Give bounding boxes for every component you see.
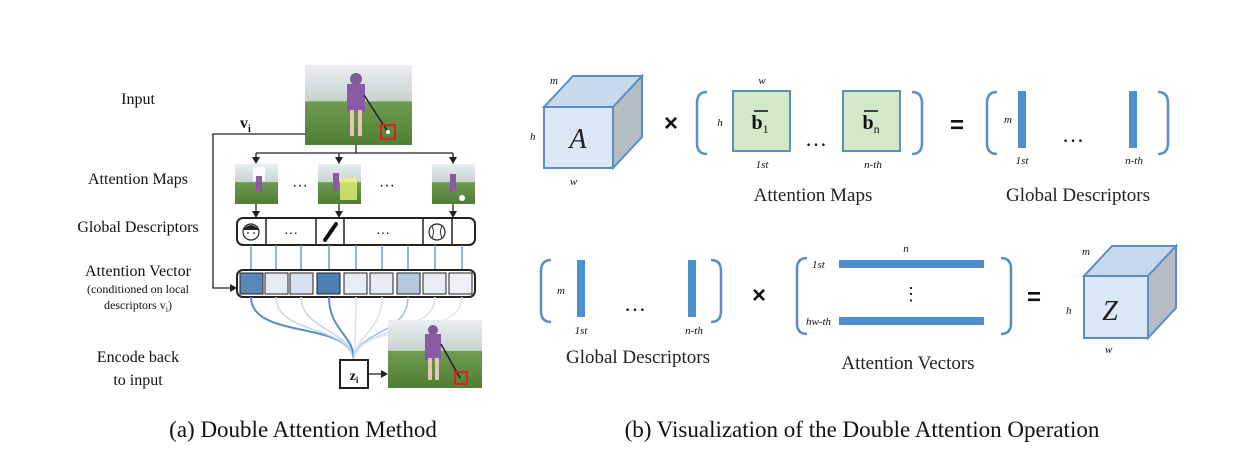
vectors-first-ordinal: 1st [812,259,826,271]
face-icon [242,223,260,241]
attention-map-last [842,90,901,152]
global-top-last-ordinal: n-th [1125,155,1143,167]
global-top-title: Global Descriptors [1006,185,1150,206]
cube-z-m-label: m [1082,246,1090,258]
times-symbol-top: × [664,110,678,137]
global-descriptors-top: … m 1st n-th Global Descriptors [985,90,1170,206]
maps-h-label: h [717,117,723,129]
label-conditioned-line1: (conditioned on local [87,282,190,296]
cube-a: A m h w [530,73,645,188]
vectors-vdots: ⋮ [902,284,920,304]
global-bottom-last-ordinal: n-th [685,325,703,337]
map-last-label: bn [862,112,879,136]
attention-map-thumb-1 [235,164,278,204]
cube-a-h-label: h [530,131,536,143]
maps-first-ordinal: 1st [756,159,770,171]
global-bottom-ellipsis: … [624,291,646,316]
cube-z-letter: Z [1102,296,1118,327]
attention-vector-first [839,260,984,268]
maps-w-label: w [758,75,766,87]
vectors-n-label: n [903,243,909,255]
cube-a-w-label: w [570,176,578,188]
z-label: zi [350,369,359,385]
global-desc-bottom-last [688,260,696,317]
maps-dots-1: ··· [292,177,308,194]
output-photo [388,320,482,388]
baseball-icon [428,223,446,241]
cube-z-h-label: h [1066,305,1072,317]
attention-vector-bar [236,269,476,298]
input-photo [305,65,412,145]
descriptor-dots-1: ··· [284,224,298,240]
maps-last-ordinal: n-th [864,159,882,171]
map-first-label: b1 [751,112,768,136]
global-bottom-title: Global Descriptors [566,347,710,368]
descriptor-to-vector-lines [250,245,463,270]
vectors-title: Attention Vectors [841,353,974,374]
maps-title: Attention Maps [754,185,873,206]
caption-b: (b) Visualization of the Double Attentio… [625,417,1100,442]
label-input: Input [121,91,155,108]
ball-highlight-box [380,124,396,140]
ball-highlight-box-output [454,371,468,385]
label-encode-line1: Encode back [97,349,179,366]
label-attention-vector: Attention Vector [85,263,192,280]
times-symbol-bottom: × [752,282,766,309]
global-top-m-label: m [1004,114,1012,126]
vectors-last-ordinal: hw-th [806,316,832,328]
global-descriptors-bottom: … m 1st n-th Global Descriptors [539,258,723,368]
global-bottom-first-ordinal: 1st [575,325,589,337]
attention-vectors-set: ⋮ n 1st hw-th Attention Vectors [795,243,1013,374]
panel-a: Input Attention Maps Global Descriptors … [77,65,482,442]
global-desc-top-first [1018,91,1026,148]
global-descriptor-bar: ··· ··· [236,217,476,246]
label-encode-line2: to input [113,372,163,389]
cube-a-m-label: m [550,75,558,87]
caption-a: (a) Double Attention Method [169,417,437,442]
maps-ellipsis: … [805,126,827,151]
attention-map-thumb-2 [318,164,361,204]
global-desc-bottom-first [577,260,585,317]
attention-map-thumb-3 [432,164,475,204]
cube-a-letter: A [567,124,587,155]
panel-b: A m h w × b1 bn … w h 1st n-th Attention… [530,73,1179,442]
attention-maps-set: b1 bn … w h 1st n-th Attention Maps [695,75,924,206]
attention-map-first [732,90,791,152]
global-top-ellipsis: … [1062,122,1084,147]
label-global-descriptors: Global Descriptors [77,219,198,236]
maps-dots-2: ··· [379,177,395,194]
bat-icon [323,222,338,242]
label-conditioned-line2: descriptors vi) [104,298,172,314]
cube-z-w-label: w [1105,344,1113,356]
global-top-first-ordinal: 1st [1016,155,1030,167]
global-bottom-m-label: m [557,285,565,297]
attention-vector-last [839,317,984,325]
descriptor-dots-2: ··· [376,224,390,240]
equals-symbol-bottom: = [1027,284,1041,311]
cube-z: Z m h w [1066,243,1179,356]
equals-symbol-top: = [950,112,964,139]
label-attention-maps: Attention Maps [88,171,188,188]
global-desc-top-last [1129,91,1137,148]
v-label: vi [240,115,251,135]
